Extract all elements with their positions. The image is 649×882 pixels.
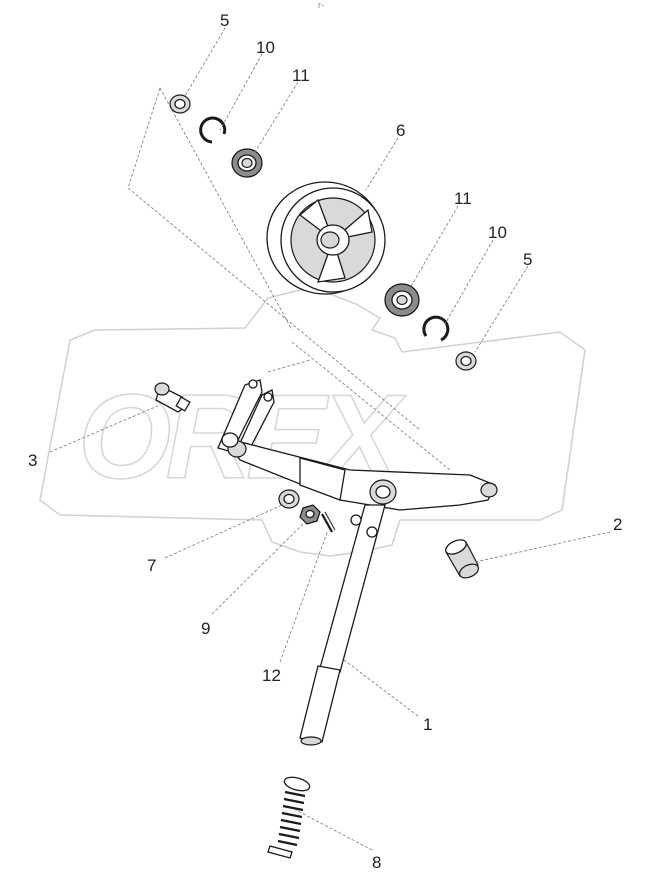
callout-6: 6 bbox=[396, 121, 405, 140]
bearing-top bbox=[231, 148, 263, 178]
callout-11-right: 11 bbox=[454, 189, 472, 208]
callout-2: 2 bbox=[613, 515, 622, 534]
cotter-pin bbox=[321, 511, 336, 533]
washer bbox=[278, 489, 300, 509]
spring bbox=[267, 776, 311, 859]
callout-leaders bbox=[49, 27, 611, 851]
callout-5-top: 5 bbox=[220, 11, 229, 30]
callout-9: 9 bbox=[201, 619, 210, 638]
bushing-top bbox=[169, 94, 191, 114]
top-mark: r- bbox=[318, 0, 324, 10]
callout-10-right: 10 bbox=[488, 223, 507, 242]
assembly-lines bbox=[127, 87, 451, 471]
callout-1: 1 bbox=[423, 715, 432, 734]
bearing-right bbox=[384, 283, 420, 317]
callout-5-right: 5 bbox=[523, 250, 532, 269]
callout-10-top: 10 bbox=[256, 38, 275, 57]
retaining-ring-top bbox=[199, 116, 227, 144]
callout-8: 8 bbox=[372, 853, 381, 872]
pin bbox=[154, 382, 191, 413]
sleeve bbox=[445, 539, 480, 579]
callout-labels: 5 10 11 6 11 10 5 3 2 7 9 12 1 8 bbox=[28, 11, 622, 872]
pulley bbox=[266, 181, 386, 295]
callout-3: 3 bbox=[28, 451, 37, 470]
tensioner-arm bbox=[217, 379, 498, 746]
callout-11-top: 11 bbox=[292, 66, 310, 85]
nut bbox=[299, 504, 321, 525]
retaining-ring-right bbox=[422, 315, 450, 342]
bushing-right bbox=[455, 351, 477, 371]
callout-7: 7 bbox=[147, 556, 156, 575]
callout-12: 12 bbox=[262, 666, 281, 685]
